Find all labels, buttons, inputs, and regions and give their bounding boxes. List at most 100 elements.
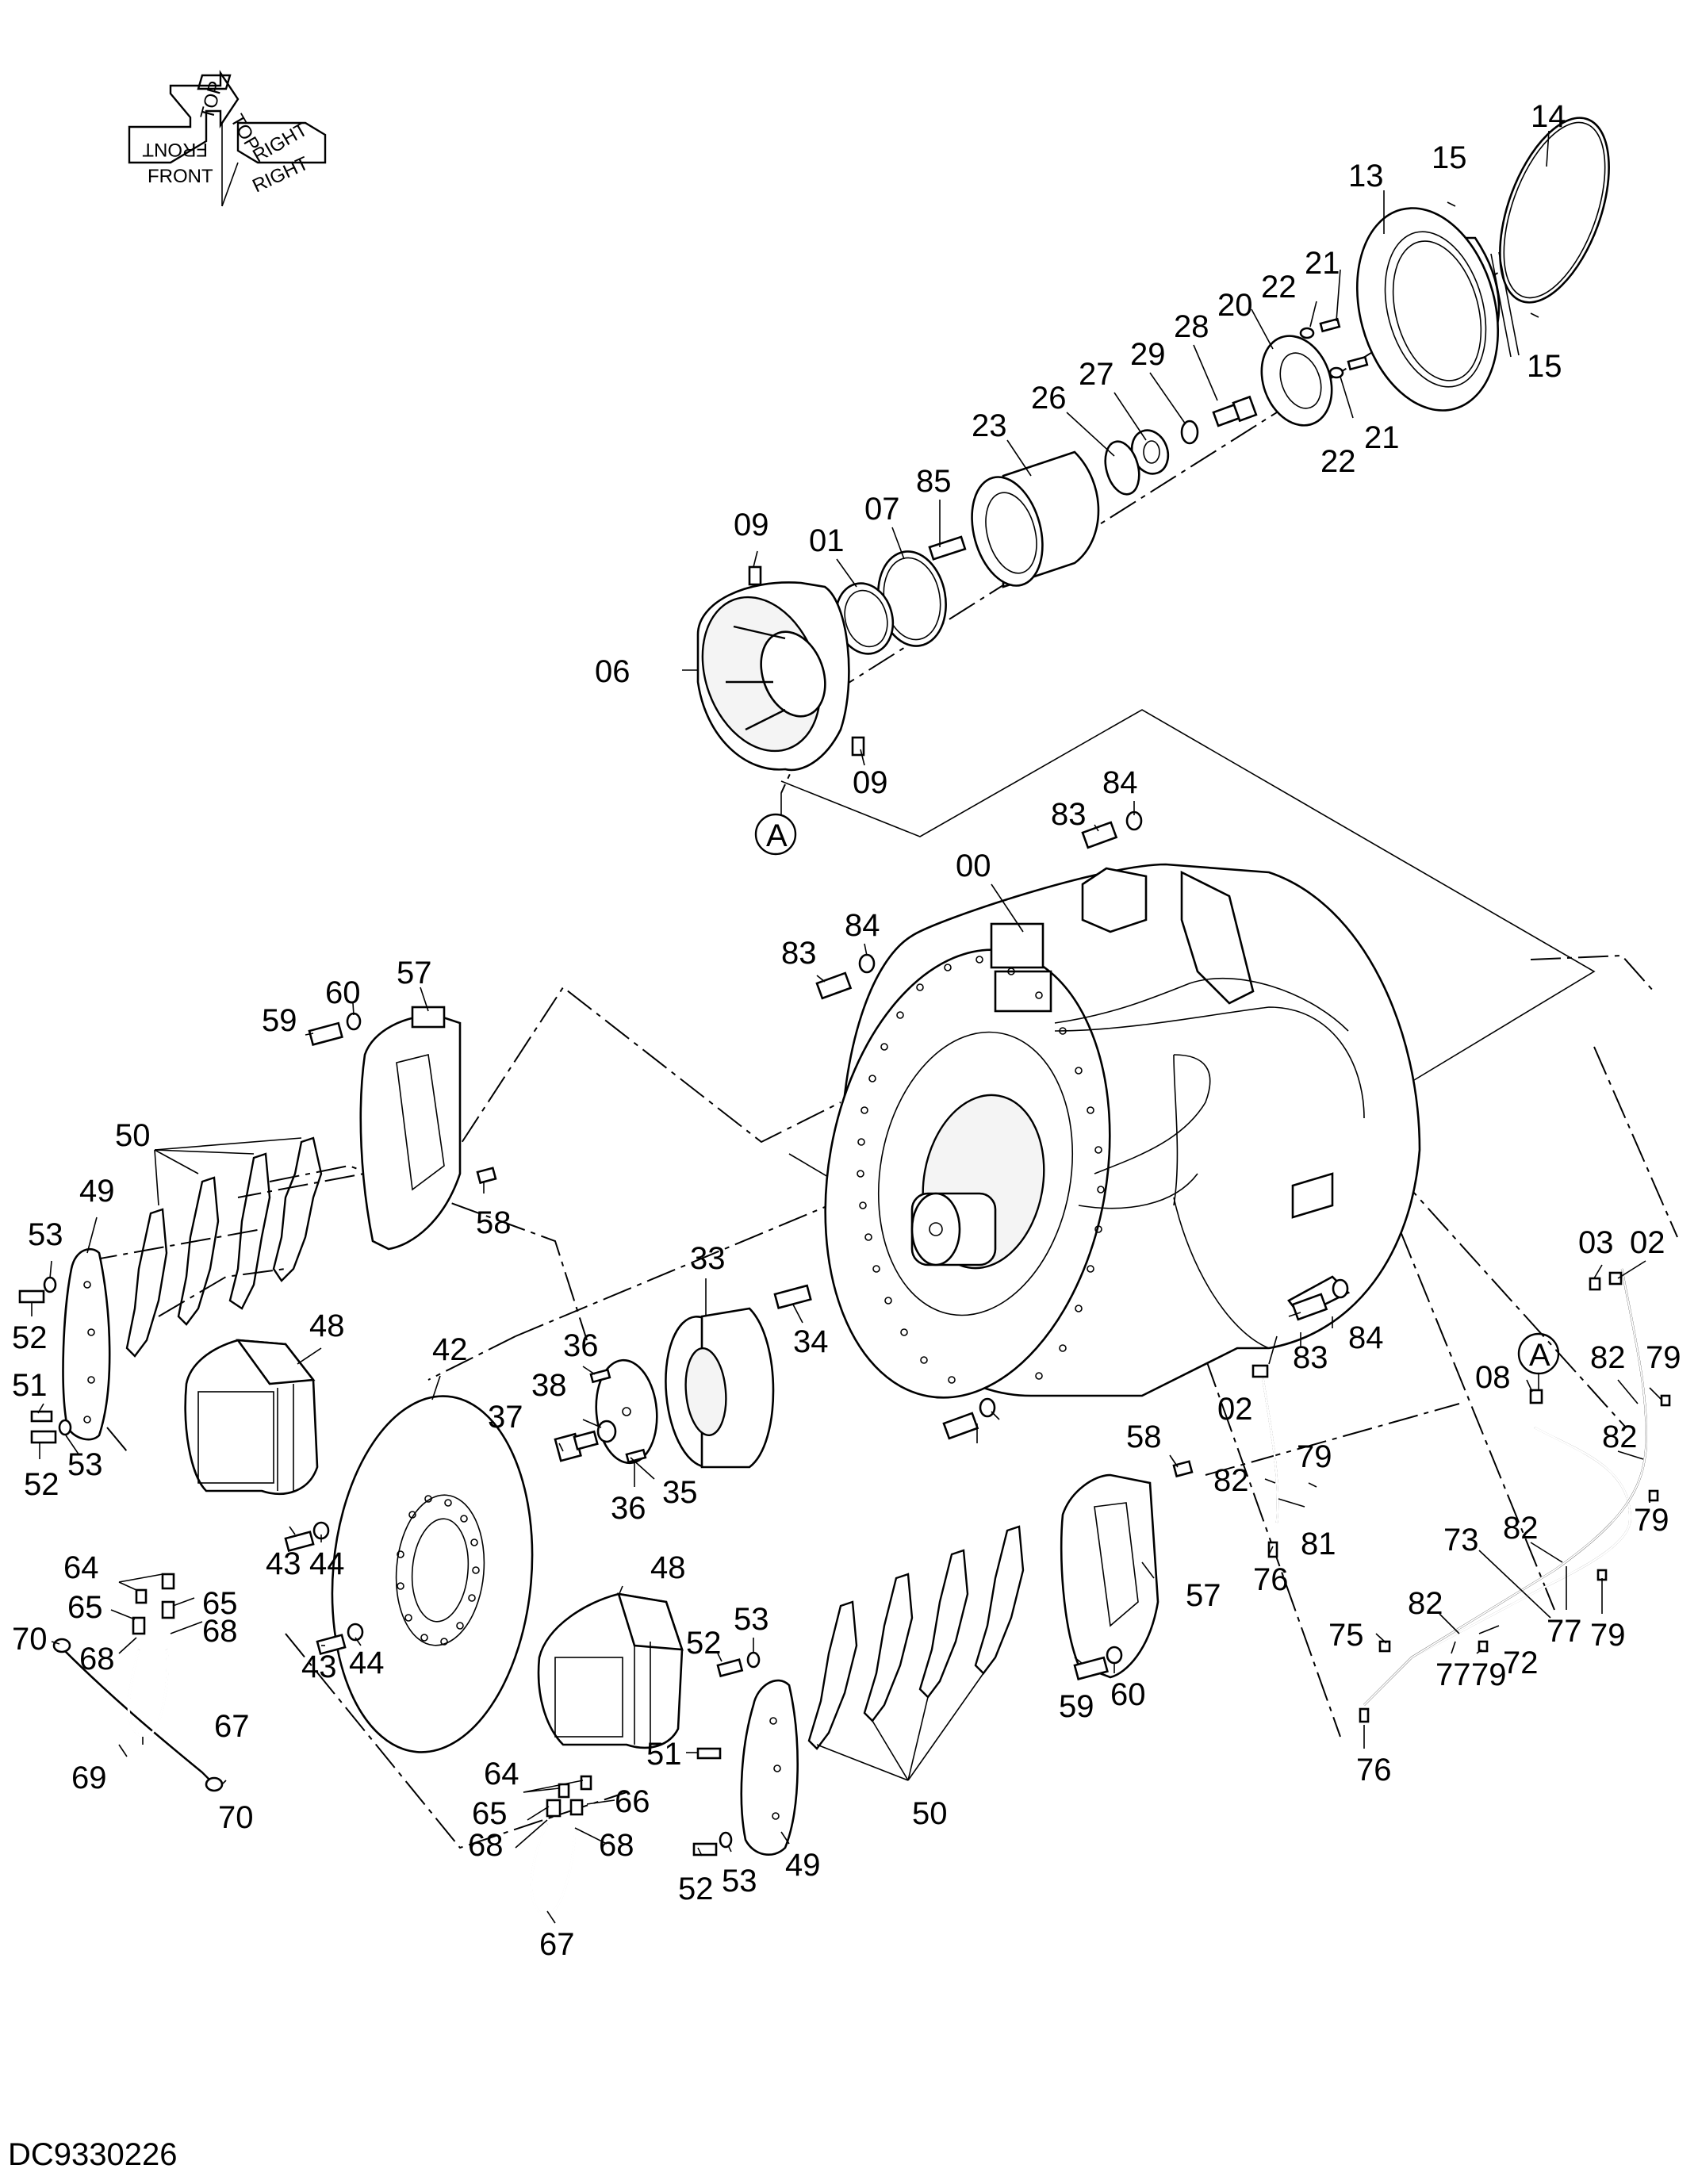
bolts-43-44 (284, 1521, 364, 1656)
callout-20: 20 (1217, 288, 1253, 323)
document-id: DC9330226 (8, 2137, 178, 2172)
part-34-key (773, 1284, 812, 1309)
part-28-bolt (1212, 395, 1258, 427)
callout-57: 57 (397, 956, 432, 990)
orient-front-1: FRONT (142, 139, 208, 160)
callout-48: 48 (650, 1550, 686, 1585)
callout-66: 66 (615, 1784, 650, 1819)
part-50-pads-upper (125, 1136, 323, 1358)
detail-marker-a-top: A (754, 793, 797, 856)
part-57-caliper-lower (1060, 1473, 1159, 1679)
callout-53: 53 (734, 1602, 769, 1637)
callout-59: 59 (262, 1003, 297, 1038)
rim-bolt-holes (857, 956, 1105, 1384)
leader-lines (31, 130, 1662, 1924)
callout-65: 65 (67, 1590, 103, 1625)
callout-15: 15 (1527, 349, 1562, 384)
callout-68: 68 (599, 1828, 634, 1863)
callout-34: 34 (793, 1324, 829, 1359)
callout-36: 36 (611, 1491, 646, 1526)
callout-72: 72 (1503, 1646, 1539, 1680)
callout-48: 48 (309, 1308, 345, 1343)
callout-76: 76 (1253, 1562, 1289, 1597)
part-49-plate-upper (62, 1248, 111, 1441)
callout-75: 75 (1328, 1618, 1364, 1653)
callout-23: 23 (972, 408, 1007, 443)
callout-26: 26 (1031, 381, 1067, 416)
callout-22: 22 (1320, 444, 1356, 479)
callout-21: 21 (1364, 420, 1400, 455)
callout-29: 29 (1130, 337, 1166, 372)
callout-58: 58 (476, 1205, 512, 1240)
part-42-disc (331, 1395, 534, 1753)
callout-59: 59 (1059, 1689, 1094, 1724)
callout-52: 52 (686, 1626, 722, 1661)
callout-27: 27 (1079, 357, 1114, 392)
callout-60: 60 (325, 975, 361, 1010)
callout-79: 79 (1590, 1618, 1626, 1653)
part-60-washer-59-bolt-upper (308, 1012, 362, 1046)
callout-65: 65 (202, 1586, 238, 1621)
callout-49: 49 (79, 1174, 115, 1209)
orient-front-2: FRONT (148, 166, 213, 187)
callout-labels: 14 13 15 15 21 22 21 22 20 28 29 27 26 2… (12, 99, 1681, 1962)
callout-52: 52 (24, 1467, 59, 1502)
part-13-cover (1355, 207, 1520, 412)
part-58-pin-lower (1172, 1460, 1194, 1478)
callout-84: 84 (1102, 765, 1138, 800)
part-33-hub (665, 1307, 775, 1469)
callout-70: 70 (218, 1800, 254, 1835)
callout-13: 13 (1348, 159, 1384, 193)
callout-67: 67 (214, 1709, 250, 1744)
callout-82: 82 (1602, 1420, 1638, 1454)
callout-82: 82 (1213, 1463, 1249, 1498)
part-36-bolt-a (589, 1368, 611, 1384)
part-00-main-housing (824, 863, 1421, 1399)
callout-49: 49 (785, 1848, 821, 1883)
callout-44: 44 (349, 1646, 385, 1680)
callout-68: 68 (202, 1614, 238, 1649)
callout-09: 09 (853, 765, 888, 800)
callout-33: 33 (690, 1241, 726, 1276)
callout-82: 82 (1590, 1340, 1626, 1375)
callout-43: 43 (301, 1649, 337, 1684)
callout-81: 81 (1301, 1527, 1336, 1561)
part-29-washer (1180, 420, 1199, 445)
callout-64: 64 (484, 1757, 519, 1791)
callout-22: 22 (1261, 270, 1297, 305)
callout-57: 57 (1186, 1578, 1221, 1613)
callout-79: 79 (1646, 1340, 1681, 1375)
callout-42: 42 (432, 1332, 468, 1367)
callout-43: 43 (266, 1546, 301, 1581)
callout-52: 52 (12, 1320, 48, 1355)
callout-69: 69 (71, 1761, 107, 1795)
part-48-brake-lower (537, 1592, 684, 1749)
callout-44: 44 (309, 1546, 345, 1581)
callout-79: 79 (1297, 1439, 1332, 1474)
callout-83: 83 (1293, 1340, 1328, 1375)
part-06-housing (696, 565, 865, 772)
callout-52: 52 (678, 1872, 714, 1906)
hoses-right (1251, 1268, 1671, 1723)
orientation-arrows-icon: TOP TOP FRONT FRONT RIGHT RIGHT (128, 70, 327, 207)
part-49-plate-lower (740, 1679, 799, 1856)
callout-28: 28 (1174, 309, 1209, 344)
callout-51: 51 (12, 1368, 48, 1403)
callout-58: 58 (1126, 1420, 1162, 1454)
callout-73: 73 (1443, 1523, 1479, 1558)
part-14-o-ring (1499, 117, 1610, 304)
callout-84: 84 (845, 908, 880, 943)
svg-text:A: A (766, 818, 788, 853)
part-85-key (928, 535, 967, 561)
callout-84: 84 (1348, 1320, 1384, 1355)
callout-35: 35 (662, 1475, 698, 1510)
callout-01: 01 (809, 523, 845, 558)
callout-60: 60 (1110, 1677, 1146, 1712)
callout-37: 37 (488, 1400, 523, 1435)
callout-06: 06 (595, 654, 631, 689)
callout-79: 79 (1471, 1657, 1507, 1692)
hoses-lower-center (530, 1775, 592, 1917)
callout-76: 76 (1356, 1753, 1392, 1787)
callout-77: 77 (1435, 1657, 1471, 1692)
callout-36: 36 (563, 1328, 599, 1363)
